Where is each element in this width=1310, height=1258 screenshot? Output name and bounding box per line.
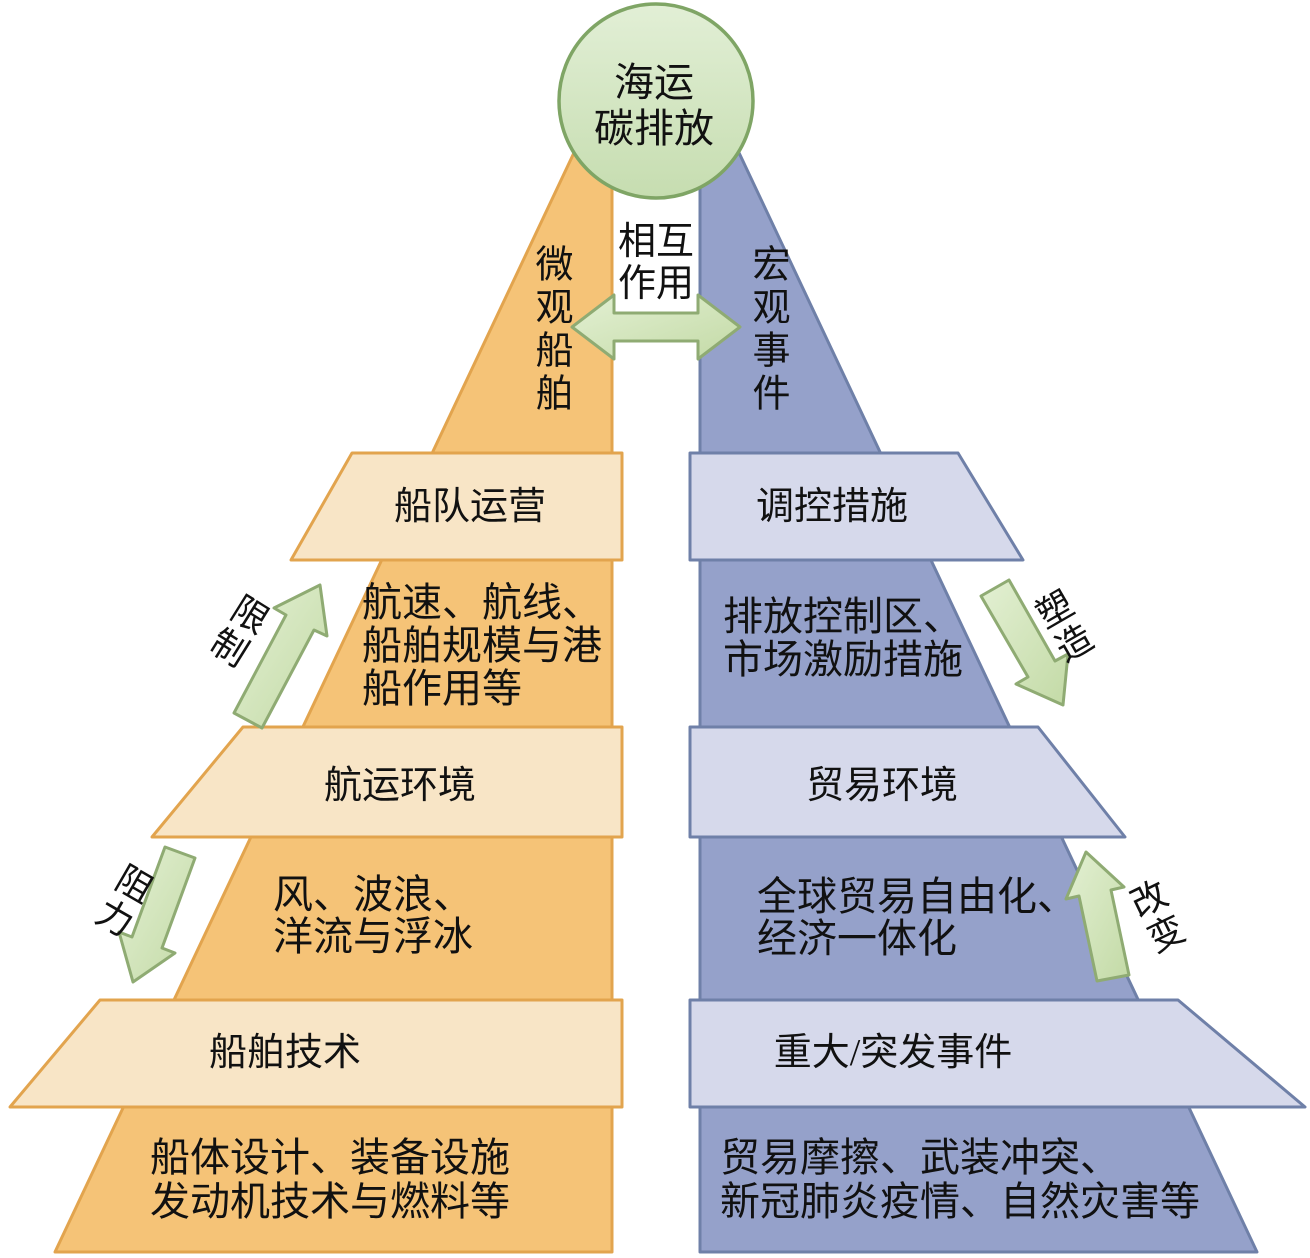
left-detail3-line1: 船体设计、装备设施 (150, 1135, 510, 1180)
left-band1-label: 船队运营 (393, 486, 547, 528)
right-detail2-line2: 经济一体化 (757, 916, 957, 961)
shaping-down-arrow (979, 578, 1070, 707)
left-detail1-line2: 船舶规模与港 (362, 623, 602, 668)
interaction-double-arrow (570, 293, 742, 361)
right-detail1-line1: 排放控制区、 (723, 594, 963, 639)
right-detail2-line1: 全球贸易自由化、 (757, 874, 1077, 919)
interaction-label-line2: 作用 (617, 263, 695, 305)
right-band2-label: 贸易环境 (805, 765, 959, 807)
change-up-arrow (1064, 850, 1131, 983)
right-band1-label: 调控措施 (755, 486, 909, 528)
left-band3-label: 船舶技术 (208, 1032, 362, 1074)
left-band-fleet-operation (289, 451, 624, 562)
left-band2-label: 航运环境 (323, 765, 477, 807)
left-detail1-line3: 船作用等 (362, 666, 522, 711)
left-pyramid-title: 微观船舶 (529, 244, 571, 416)
interaction-label-line1: 相互 (617, 221, 695, 263)
summit-label-line2: 碳排放 (594, 106, 714, 151)
right-band-major-events (688, 998, 1307, 1109)
right-band3-label: 重大/突发事件 (773, 1032, 1013, 1074)
left-detail2-line1: 风、波浪、 (273, 872, 473, 917)
right-detail3-line2: 新冠肺炎疫情、自然灾害等 (720, 1179, 1200, 1224)
right-detail3-line1: 贸易摩擦、武装冲突、 (720, 1135, 1120, 1180)
left-detail3-line2: 发动机技术与燃料等 (150, 1179, 510, 1224)
limit-up-arrow (232, 583, 329, 730)
left-band-shipping-environment (150, 725, 624, 839)
right-band-trade-environment (688, 725, 1127, 839)
summit-circle (557, 2, 755, 200)
right-band-regulation-measures (688, 451, 1025, 562)
summit-label-line1: 海运 (614, 60, 694, 105)
left-detail1-line1: 航速、航线、 (362, 580, 602, 625)
right-pyramid-title: 宏观事件 (746, 244, 788, 416)
left-detail2-line2: 洋流与浮冰 (273, 914, 473, 959)
right-detail1-line2: 市场激励措施 (723, 637, 963, 682)
left-band-ship-technology (8, 998, 624, 1109)
resistance-down-arrow (117, 845, 197, 984)
